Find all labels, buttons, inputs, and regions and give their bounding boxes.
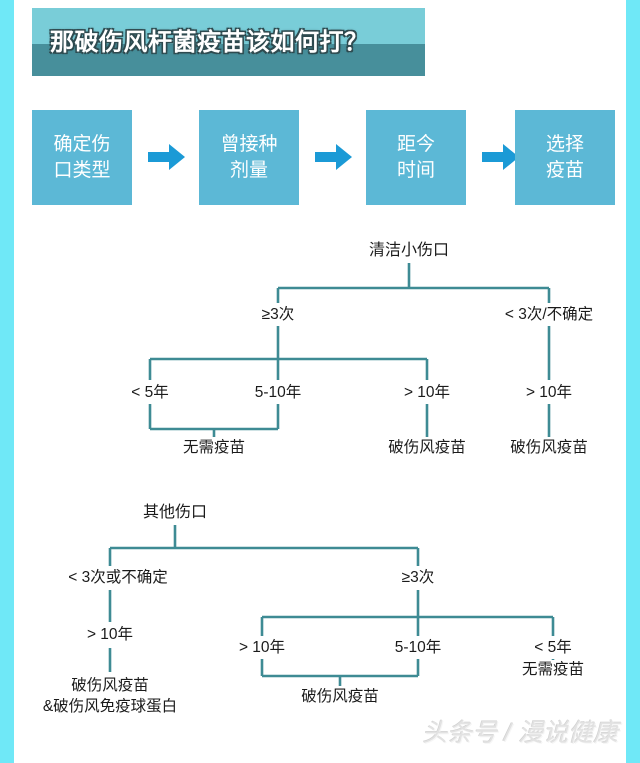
other-wound-branch-left: < 3次或不确定 (64, 568, 172, 589)
other-wound-outcome-line2: &破伤风免疫球蛋白 (42, 697, 178, 715)
banner-band-bottom (32, 44, 425, 76)
clean-wound-branch-left: ≥3次 (257, 305, 299, 326)
other-wound-branch-right: ≥3次 (397, 568, 439, 589)
flow-step-3-line2: 时间 (396, 159, 435, 181)
watermark: 头条号 / 漫说健康 (422, 719, 618, 747)
flow-step-1: 确定伤 口类型 (32, 110, 132, 205)
other-wound-time-gt10: > 10年 (234, 638, 290, 659)
banner-band-top (32, 8, 425, 44)
clean-wound-branch-right: < 3次/不确定 (500, 305, 598, 326)
flow-step-1-line1: 确定伤 (53, 133, 111, 155)
flow-step-4-line1: 选择 (545, 133, 584, 155)
flow-step-1-line2: 口类型 (53, 159, 111, 181)
flow-arrow-3-icon (482, 144, 519, 170)
clean-wound-time-gt10: > 10年 (399, 383, 455, 404)
right-rail (626, 0, 640, 763)
clean-wound-outcome-no-vaccine: 无需疫苗 (178, 438, 250, 459)
other-wound-outcome-no-vaccine: 无需疫苗 (517, 660, 589, 681)
flow-step-3-line1: 距今 (396, 133, 435, 155)
other-wound-time-5to10: 5-10年 (390, 638, 446, 659)
clean-wound-outcome-vaccine: 破伤风疫苗 (384, 438, 470, 459)
flow-step-2-line2: 剂量 (229, 159, 268, 181)
other-wound-time-lt5: < 5年 (530, 638, 576, 659)
other-wound-outcome-vaccine-and-tig: 破伤风疫苗 &破伤风免疫球蛋白 (38, 676, 182, 718)
header-banner: 那破伤风杆菌疫苗该如何打？ (32, 8, 425, 76)
flow-step-4-line2: 疫苗 (545, 159, 584, 181)
flow-step-4: 选择 疫苗 (515, 110, 615, 205)
clean-wound-time-lt5: < 5年 (127, 383, 173, 404)
clean-wound-outcome-vaccine-uncertain: 破伤风疫苗 (506, 438, 592, 459)
clean-wound-time-5to10: 5-10年 (250, 383, 306, 404)
left-rail (0, 0, 14, 763)
other-wound-uncertain-time-gt10: > 10年 (82, 625, 138, 646)
flow-arrow-2-icon (315, 144, 352, 170)
flow-step-2: 曾接种 剂量 (199, 110, 299, 205)
other-wound-root: 其他伤口 (138, 502, 212, 524)
flow-step-2-line1: 曾接种 (220, 133, 278, 155)
clean-wound-uncertain-time-gt10: > 10年 (521, 383, 577, 404)
flow-arrow-1-icon (148, 144, 185, 170)
clean-wound-root: 清洁小伤口 (364, 240, 454, 262)
other-wound-outcome-line1: 破伤风疫苗 (71, 677, 149, 694)
flow-step-3: 距今 时间 (366, 110, 466, 205)
other-wound-outcome-vaccine: 破伤风疫苗 (297, 687, 383, 708)
page-title: 那破伤风杆菌疫苗该如何打？ (50, 29, 369, 56)
